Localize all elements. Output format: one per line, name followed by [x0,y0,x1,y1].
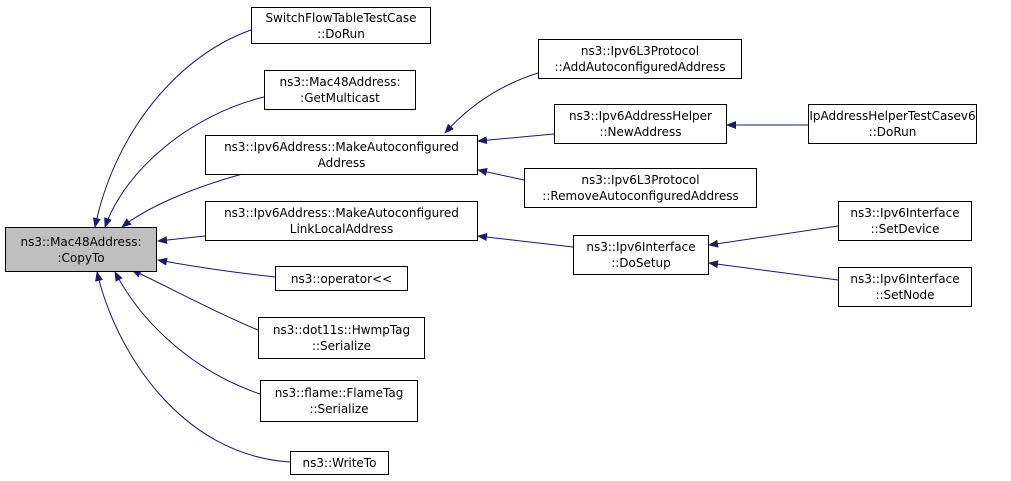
node-line: ns3::WriteTo [302,456,377,470]
edge-switchflow-to-root [92,29,252,228]
node-switchflowtabletestcase-dorun[interactable]: SwitchFlowTableTestCase ::DoRun [251,7,431,44]
edge-setnode-to-dosetup [708,260,839,281]
node-flame-flametag-serialize[interactable]: ns3::flame::FlameTag ::Serialize [260,380,418,422]
node-line: ::SetNode [875,288,935,302]
node-line: ::Serialize [311,339,372,353]
node-line: ::DoRun [868,125,917,139]
node-ipv6interface-setdevice[interactable]: ns3::Ipv6Interface ::SetDevice [838,201,972,241]
edge-removeauto-to-makeauto [477,168,525,181]
node-line: ns3::Ipv6AddressHelper [569,109,712,123]
node-line: SwitchFlowTableTestCase [265,10,417,25]
node-mac48address-copyto: ns3::Mac48Address: :CopyTo [5,227,157,272]
node-ipv6interface-setnode[interactable]: ns3::Ipv6Interface ::SetNode [838,267,972,307]
node-line: ::SetDevice [870,222,940,236]
edge-setdevice-to-dosetup [708,225,839,248]
node-line: ns3::Ipv6Interface [586,240,696,254]
edge-operator-to-root [157,257,276,278]
node-line: ::Serialize [309,402,369,416]
node-ipv6l3protocol-removeautoconfiguredaddress[interactable]: ns3::Ipv6L3Protocol ::RemoveAutoconfigur… [524,168,757,208]
edge-dosetup-to-makeautolinklocal [477,233,574,248]
edge-addauto-to-makeauto [444,72,539,134]
node-line: ns3::Mac48Address: [20,234,142,249]
node-ipv6address-makeautoconfiguredaddress[interactable]: ns3::Ipv6Address::MakeAutoconfigured Add… [205,135,478,175]
node-line: ::NewAddress [599,125,682,139]
edge-writeto-to-root [95,271,291,463]
edge-newaddress-to-makeauto [477,133,555,145]
node-line: ::DoRun [317,26,365,41]
node-line: ::AddAutoconfiguredAddress [554,60,726,74]
node-line: :CopyTo [57,250,105,265]
node-line: ns3::dot11s::HwmpTag [272,323,411,337]
node-writeto[interactable]: ns3::WriteTo [290,451,389,475]
node-line: ::DoSetup [611,256,671,270]
node-operator-stream[interactable]: ns3::operator<< [275,266,408,291]
edge-makeauto-to-root [121,171,251,228]
node-ipv6address-makeautoconfiguredlinklocaladdress[interactable]: ns3::Ipv6Address::MakeAutoconfigured Lin… [205,201,478,241]
node-line: ns3::Mac48Address: [279,75,401,89]
node-mac48address-getmulticast[interactable]: ns3::Mac48Address: :GetMulticast [264,70,416,110]
node-ipv6l3protocol-addautoconfiguredaddress[interactable]: ns3::Ipv6L3Protocol ::AddAutoconfiguredA… [538,39,742,79]
node-line: IpAddressHelperTestCasev6 [809,109,976,123]
node-line: ns3::Ipv6Address::MakeAutoconfigured [224,140,459,154]
edge-getmulticast-to-root [104,96,265,228]
node-line: ns3::Ipv6L3Protocol [580,44,700,58]
node-line: :GetMulticast [300,91,380,105]
node-line: ::RemoveAutoconfiguredAddress [542,189,739,203]
edge-flametag-to-root [114,271,261,395]
node-line: Address [317,156,366,170]
node-ipv6interface-dosetup[interactable]: ns3::Ipv6Interface ::DoSetup [573,235,709,275]
edge-hwmptag-to-root [131,269,259,331]
node-line: ns3::Ipv6L3Protocol [581,173,700,187]
node-ipv6addresshelper-newaddress[interactable]: ns3::Ipv6AddressHelper ::NewAddress [554,104,727,144]
node-line: ns3::Ipv6Interface [850,206,960,220]
node-line: ns3::operator<< [290,271,393,286]
node-line: ns3::flame::FlameTag [274,386,404,400]
edge-makeautolinklocal-to-root [157,235,206,245]
node-line: ns3::Ipv6Address::MakeAutoconfigured [224,206,459,220]
node-ipaddresshelpertestcasev6-dorun[interactable]: IpAddressHelperTestCasev6 ::DoRun [808,104,977,144]
node-line: LinkLocalAddress [289,222,394,236]
node-line: ns3::Ipv6Interface [850,272,960,286]
node-dot11s-hwmptag-serialize[interactable]: ns3::dot11s::HwmpTag ::Serialize [258,317,425,359]
